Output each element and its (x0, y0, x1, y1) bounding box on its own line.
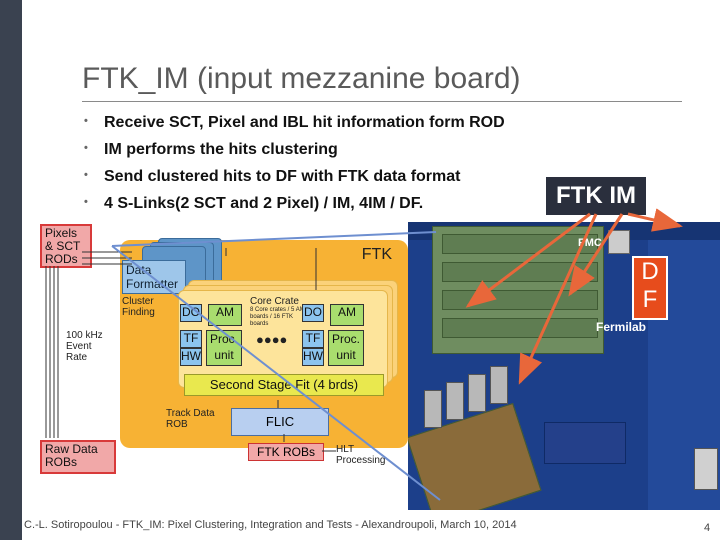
footer-citation: C.-L. Sotiropoulou - FTK_IM: Pixel Clust… (24, 519, 517, 531)
ftk-system-diagram: Pixels & SCT RODs FTK Data Formatter Clu… (36, 222, 408, 474)
fermilab-label: Fermilab (596, 320, 647, 334)
bullet-dot-icon: • (84, 115, 88, 127)
do-chip-left: DO (180, 304, 202, 322)
diagram-connectors (45, 248, 336, 452)
tf-chip-right: TF (302, 330, 324, 348)
df-tag: D F (632, 256, 668, 320)
left-accent-bar (0, 0, 22, 540)
bullet-list: •Receive SCT, Pixel and IBL hit informat… (84, 114, 505, 222)
hlt-processing-label: HLT Processing (336, 444, 386, 466)
slide-title: FTK_IM (input mezzanine board) (82, 62, 521, 95)
am-chip-right: AM (330, 304, 364, 326)
track-data-rob-label: Track Data ROB (166, 408, 215, 430)
core-crate-notes: 8 Core crates / 5 AM boards / 16 FTK boa… (250, 307, 305, 327)
flic-box: FLIC (231, 408, 329, 436)
raw-data-robs-box: Raw Data ROBs (40, 440, 116, 474)
pixels-sct-rods-box: Pixels & SCT RODs (40, 224, 92, 268)
proc-unit-right: Proc. unit (328, 330, 364, 366)
event-rate-label: 100 kHz Event Rate (66, 330, 103, 363)
bullet-item: •IM performs the hits clustering (84, 141, 338, 158)
page-number: 4 (704, 522, 711, 534)
bullet-dot-icon: • (84, 142, 88, 154)
proc-unit-left: Proc. unit (206, 330, 242, 366)
bullet-item: •Receive SCT, Pixel and IBL hit informat… (84, 114, 505, 131)
hw-chip-left: HW (180, 348, 202, 366)
cluster-finding-label: Cluster Finding (122, 296, 155, 318)
title-divider (82, 101, 682, 102)
ftk-label: FTK (361, 246, 392, 263)
core-crate-label: Core Crate (250, 296, 299, 307)
ellipsis-dots: ●●●● (256, 332, 288, 347)
tf-chip-left: TF (180, 330, 202, 348)
bullet-dot-icon: • (84, 196, 88, 208)
am-chip-left: AM (208, 304, 242, 326)
ftk-im-tag: FTK IM (546, 177, 646, 215)
hw-chip-right: HW (302, 348, 324, 366)
bullet-dot-icon: • (84, 169, 88, 181)
do-chip-right: DO (302, 304, 324, 322)
bullet-item: •4 S-Links(2 SCT and 2 Pixel) / IM, 4IM … (84, 195, 424, 212)
second-stage-fit: Second Stage Fit (4 brds) (184, 374, 384, 396)
bullet-item: •Send clustered hits to DF with FTK data… (84, 168, 461, 185)
ftk-robs-box: FTK ROBs (248, 443, 324, 461)
